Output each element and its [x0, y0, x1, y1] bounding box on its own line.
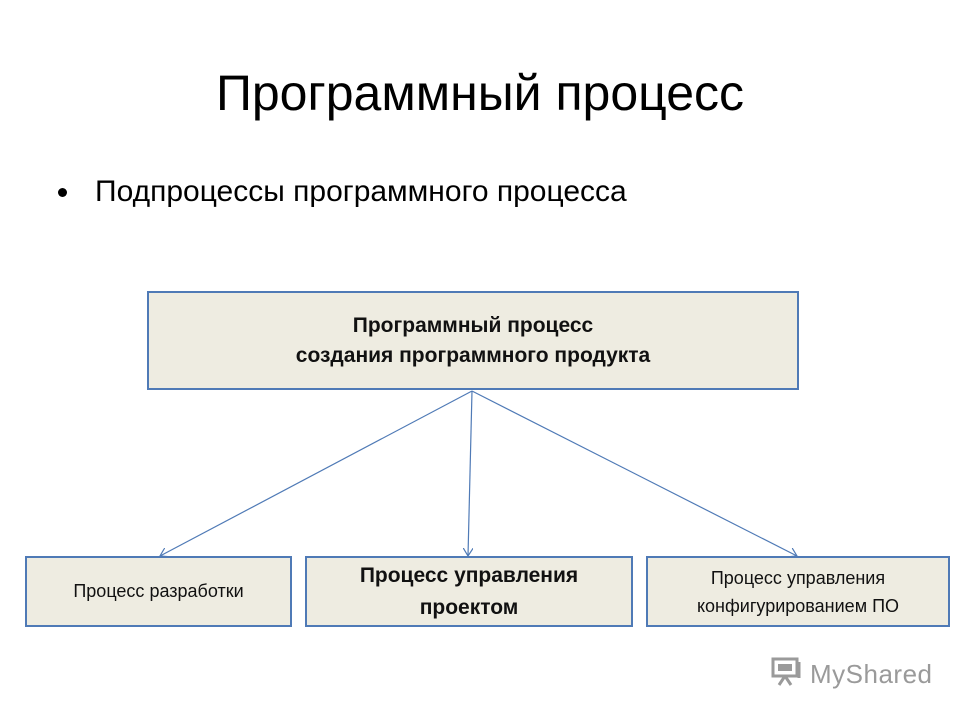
- development-process-box: Процесс разработки: [25, 556, 292, 627]
- connector-to-configuration-management: [471, 390, 797, 556]
- connector-to-project-management: [468, 390, 472, 556]
- project-management-line-1: Процесс управления: [359, 563, 579, 587]
- project-management-process-box: Процесс управления проектом: [305, 556, 633, 627]
- project-management-line-2: проектом: [419, 595, 519, 619]
- presentation-icon: [770, 656, 804, 693]
- configuration-management-line-2: конфигурированием ПО: [696, 595, 900, 616]
- root-line-2: создания программного продукта: [295, 343, 651, 367]
- slide-title: Программный процесс: [215, 65, 745, 121]
- root-process-box: Программный процесс создания программног…: [147, 291, 799, 390]
- watermark-text: MyShared: [810, 659, 933, 689]
- root-line-1: Программный процесс: [352, 313, 594, 337]
- bullet-item: Подпроцессы программного процесса: [58, 170, 627, 214]
- configuration-management-line-1: Процесс управления: [710, 567, 886, 588]
- connector-to-development: [160, 390, 473, 556]
- configuration-management-process-box: Процесс управления конфигурированием ПО: [646, 556, 950, 627]
- bullet-dot-icon: [58, 187, 67, 197]
- development-process-label: Процесс разработки: [73, 581, 244, 601]
- myshared-watermark: MyShared: [770, 656, 933, 693]
- bullet-text: Подпроцессы программного процесса: [95, 175, 627, 208]
